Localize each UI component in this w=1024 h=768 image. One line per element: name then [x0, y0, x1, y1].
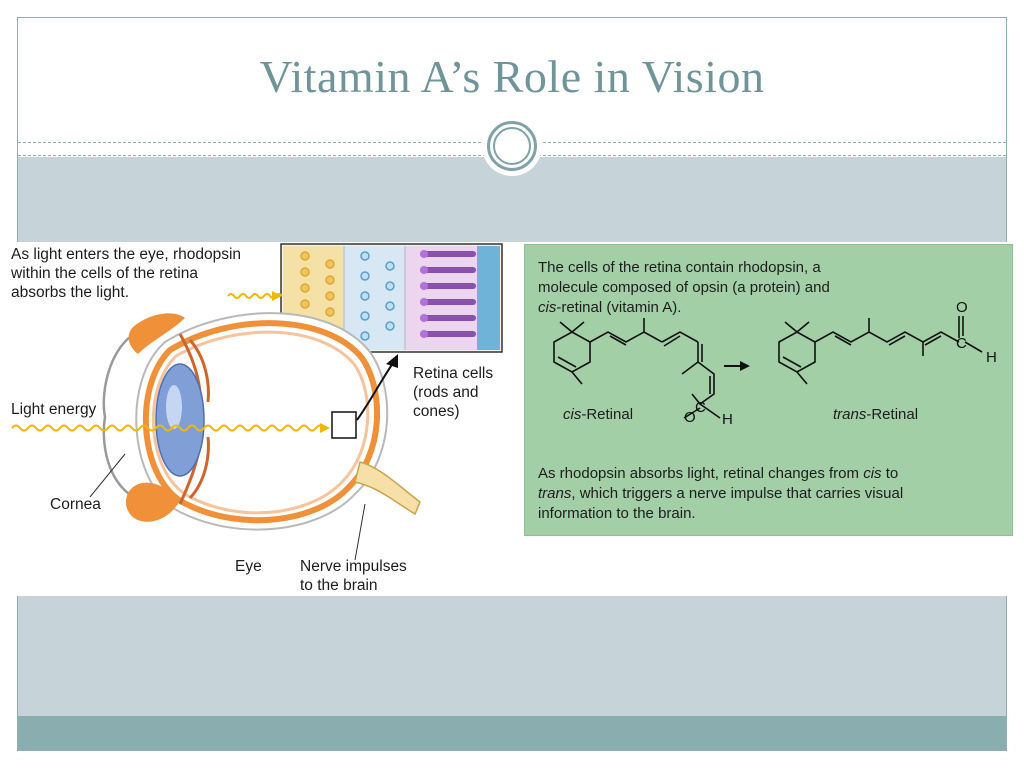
cis-aldehyde-h: H: [722, 411, 733, 428]
outro-1-italic: cis: [863, 465, 882, 482]
light-energy-label: Light energy: [11, 401, 97, 418]
cis-term: cis: [538, 299, 557, 316]
footer-band: [18, 716, 1006, 750]
cis-retinal-caption: cis-Retinal: [563, 405, 633, 424]
cis-aldehyde-c: C: [695, 399, 706, 416]
zoom-arrowhead: [386, 354, 398, 368]
panel-outro-line-3: information to the brain.: [538, 505, 696, 522]
outro-1-b: to: [881, 465, 899, 482]
rhodopsin-caption: As light enters the eye, rhodopsin withi…: [11, 246, 242, 301]
trans-retinal-caption: trans-Retinal: [833, 405, 918, 424]
panel-outro-line-2: trans, which triggers a nerve impulse th…: [538, 484, 903, 503]
outro-2-rest: , which triggers a nerve impulse that ca…: [571, 485, 904, 502]
optic-nerve: [354, 461, 421, 516]
light-energy-wave: [11, 424, 325, 432]
nerve-leader: [354, 503, 366, 561]
cis-caption-italic: cis: [563, 406, 582, 423]
lower-eyelid: [125, 482, 180, 522]
slide-title: Vitamin A’s Role in Vision: [259, 51, 765, 102]
trans-caption-rest: -Retinal: [866, 406, 919, 423]
cornea-leader: [89, 453, 126, 498]
panel-intro-line-1: The cells of the retina contain rhodopsi…: [538, 259, 821, 276]
light-energy-arrowhead: [320, 423, 330, 433]
panel-outro-line-1: As rhodopsin absorbs light, retinal chan…: [538, 464, 898, 483]
panel-intro-line-3: cis-retinal (vitamin A).: [538, 298, 681, 317]
cornea-label: Cornea: [50, 496, 101, 513]
trans-caption-italic: trans: [833, 406, 867, 423]
ornament-ring-inner: [493, 127, 531, 165]
lens-highlight: [166, 385, 182, 429]
trans-retinal-structure: [778, 316, 983, 385]
light-wave-top-arrowhead: [272, 291, 282, 301]
retinal-structures: O C H O C H: [553, 299, 997, 428]
cis-aldehyde-o: O: [684, 409, 696, 426]
intro-line-3-rest: -retinal (vitamin A).: [556, 299, 682, 316]
eye-illustration: [11, 243, 503, 561]
bottom-accent-band: [18, 596, 1006, 716]
cis-caption-rest: -Retinal: [581, 406, 634, 423]
retina-closeup: [280, 243, 503, 353]
retina-cells-label: Retina cells (rods and cones): [413, 365, 494, 420]
cis-retinal-structure: [553, 318, 721, 419]
eyeball: [135, 312, 389, 531]
panel-intro-line-2: molecule composed of opsin (a protein) a…: [538, 279, 830, 296]
ciliary-muscles: [178, 333, 210, 505]
eye-label: Eye: [235, 558, 262, 575]
zoom-arrow: [356, 359, 396, 421]
outro-2-italic: trans: [538, 485, 572, 502]
trans-aldehyde-c: C: [956, 335, 967, 352]
retinal-explanation-panel: [524, 244, 1013, 536]
nerve-impulses-label: Nerve impulses to the brain: [300, 558, 407, 594]
upper-eyelid: [128, 313, 185, 354]
cornea-shape: [102, 326, 151, 504]
retina-zoom-box: [331, 411, 357, 439]
trans-aldehyde-o: O: [956, 299, 968, 316]
trans-aldehyde-h: H: [986, 349, 997, 366]
reaction-arrow: [724, 361, 750, 371]
outro-1-a: As rhodopsin absorbs light, retinal chan…: [538, 465, 864, 482]
